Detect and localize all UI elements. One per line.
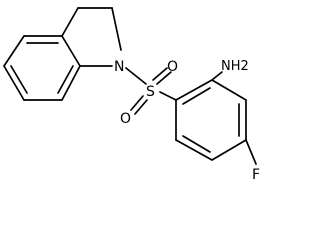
bond (211, 79, 247, 101)
indoline-benzene-ring (3, 35, 81, 101)
nitrogen-atom-label: N (114, 59, 124, 75)
indoline-pyrrolidine-ring (61, 7, 122, 67)
sulfur-atom-label: S (146, 84, 155, 100)
oxygen-lower-atom-label: O (120, 111, 131, 127)
bond-s-aryl (159, 91, 177, 101)
bond-amine (211, 71, 223, 81)
bond (175, 139, 213, 161)
sulfonyl-group (130, 67, 172, 115)
bond (61, 65, 81, 101)
bond-fluorine (245, 139, 257, 165)
bond (175, 79, 213, 101)
bond (61, 35, 81, 67)
molecule-structure: N S O O NH2 F (3, 7, 260, 183)
double-bond-inner (57, 65, 74, 94)
bond (211, 139, 247, 161)
double-bond-s-o-upper (156, 71, 172, 85)
fluorine-atom-label: F (252, 167, 260, 183)
bond (3, 35, 25, 67)
bond-n-s (125, 67, 147, 85)
double-bond-inner (182, 135, 211, 153)
double-bond-s-o-lower (134, 99, 148, 115)
double-bond-inner (182, 87, 211, 105)
structure-canvas: N S O O NH2 F (3, 7, 261, 183)
amine-group-label: NH2 (221, 59, 249, 74)
double-bond-inner (10, 65, 28, 94)
bond (3, 65, 25, 101)
oxygen-upper-atom-label: O (167, 59, 178, 75)
double-bond-s-o-upper (152, 67, 168, 81)
double-bond-s-o-lower (130, 95, 144, 111)
bond (61, 7, 79, 37)
fluoroaniline-ring (175, 79, 247, 161)
bond (111, 7, 122, 51)
